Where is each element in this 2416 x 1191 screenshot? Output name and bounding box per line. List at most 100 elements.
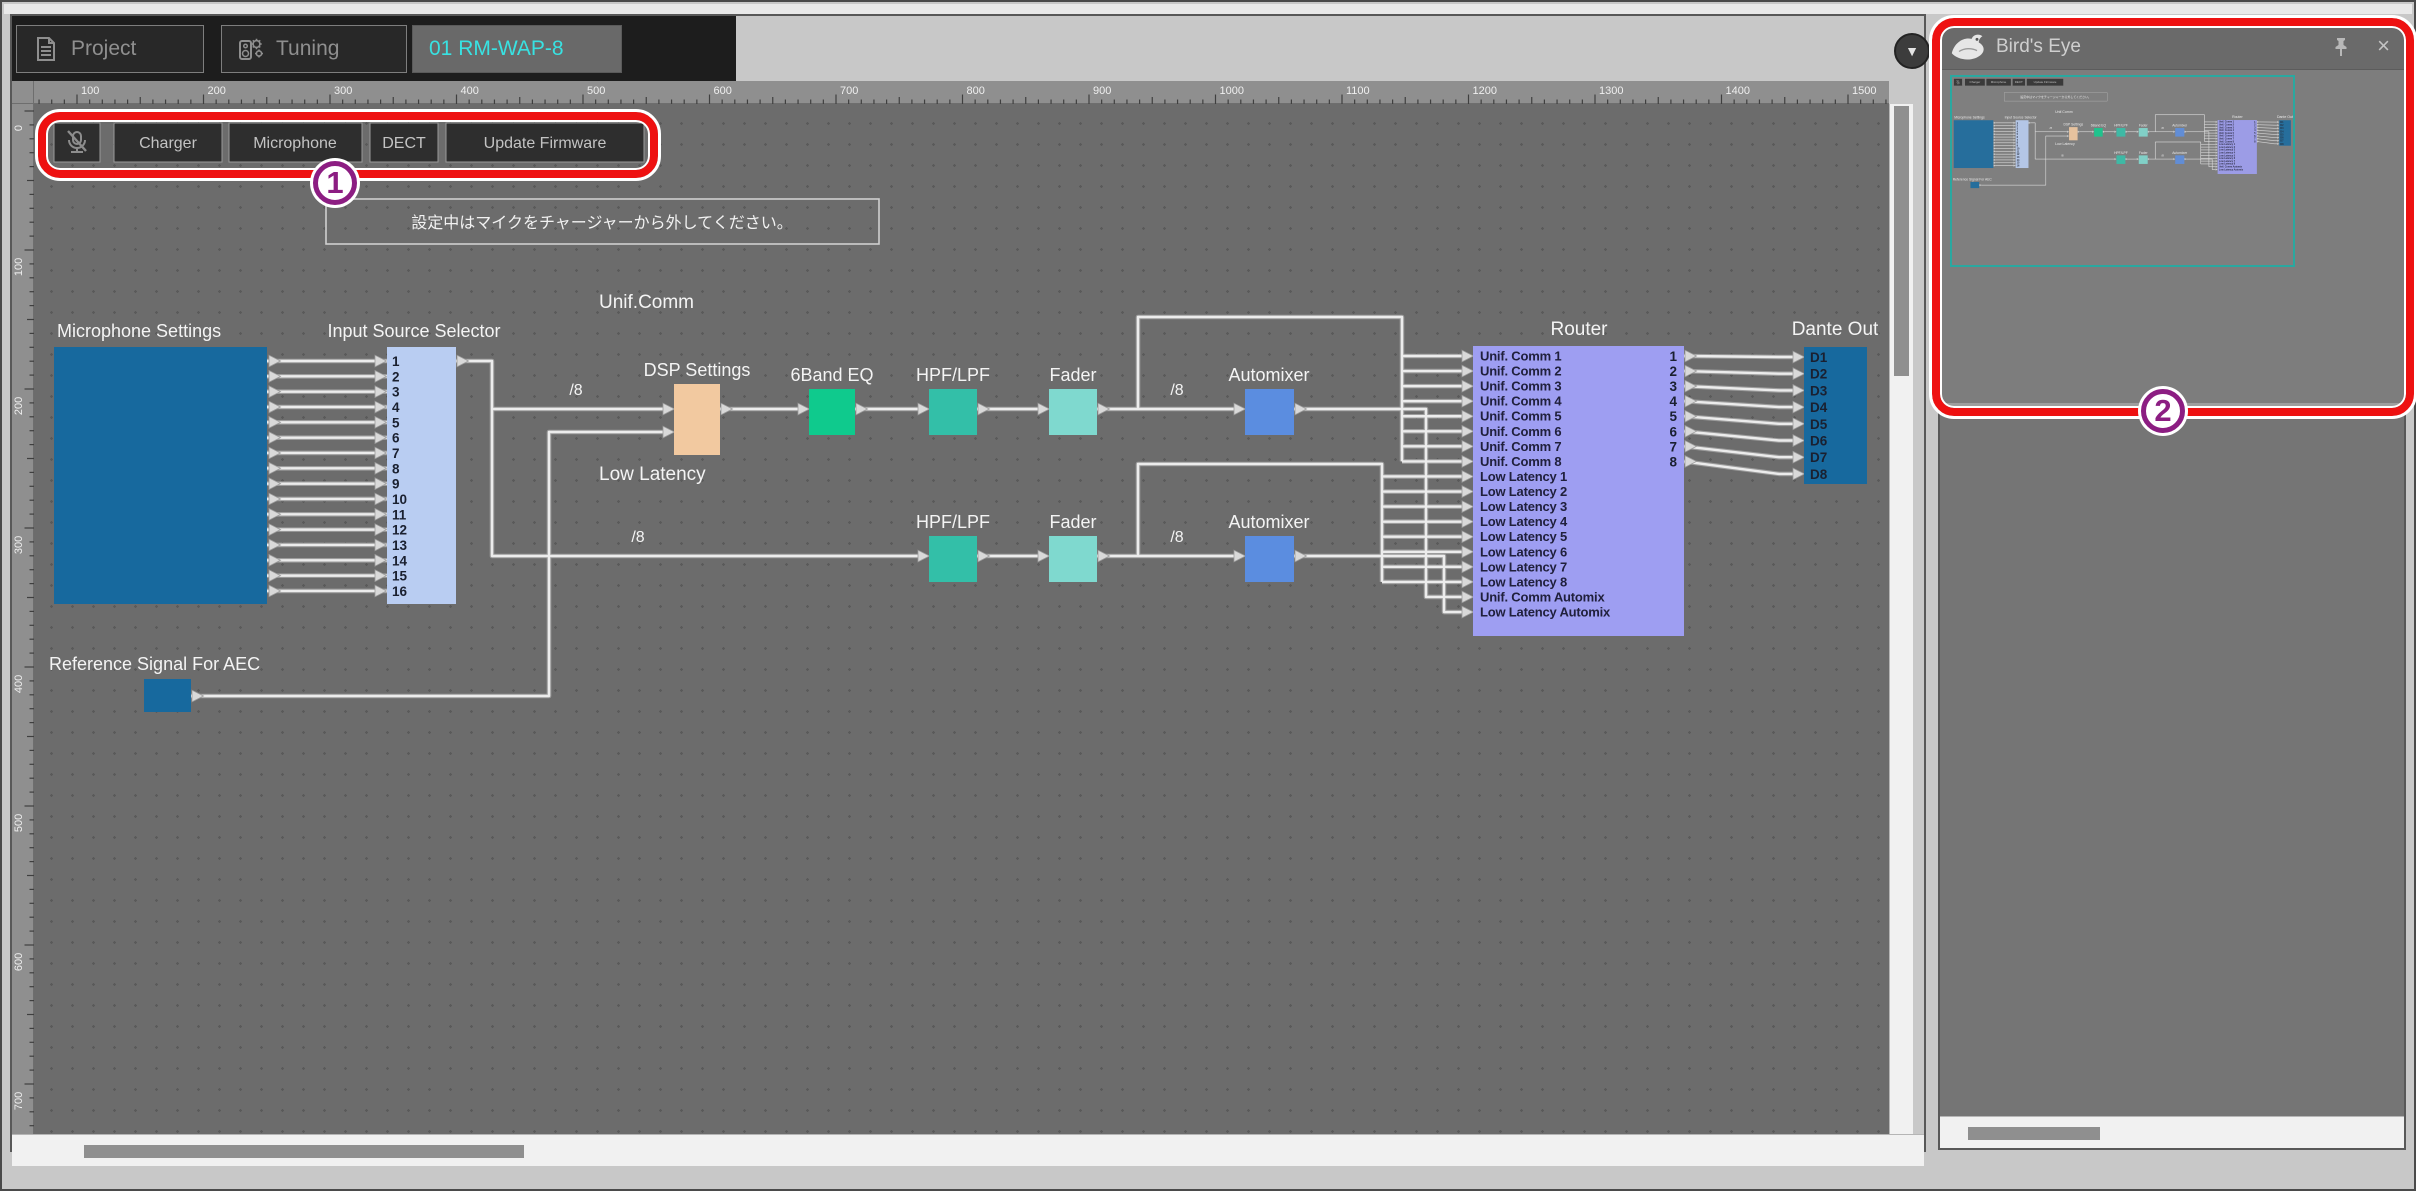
horizontal-scroll-thumb[interactable]	[84, 1145, 524, 1158]
wire-arrowhead	[457, 355, 469, 367]
wire-arrowhead	[1462, 501, 1474, 513]
wire-arrowhead	[1234, 403, 1246, 415]
design-canvas[interactable]: Charger Microphone DECT Update Firmware …	[34, 104, 1889, 1134]
dante-channel-label: D1	[1810, 350, 1828, 365]
wire-arrowhead	[978, 403, 990, 415]
wire-arrowhead	[375, 539, 387, 551]
wire-arrowhead	[269, 570, 281, 582]
annotation-1-number: 1	[326, 165, 343, 201]
automixer-unif-block[interactable]	[1245, 389, 1294, 435]
router-input-label: Unif. Comm 8	[1480, 454, 1561, 469]
ruler-tick-label: 500	[13, 814, 25, 832]
canvas-horizontal-scrollbar[interactable]	[12, 1134, 1924, 1166]
router-input-label: Unif. Comm 3	[1480, 379, 1561, 394]
birdseye-title: Bird's Eye	[1996, 36, 2081, 58]
charger-button-label: Charger	[139, 135, 197, 152]
router-output-label: 2	[1669, 364, 1677, 379]
dante-channel-label: D4	[1810, 400, 1828, 415]
selector-channel-label: 13	[392, 538, 408, 553]
6band-eq-block[interactable]	[809, 389, 855, 435]
hpf-lpf-low-block[interactable]	[929, 536, 977, 582]
tuning-icon	[238, 36, 264, 62]
div8-label: /8	[569, 382, 582, 399]
ruler-horizontal: 1002003004005006007008009001000110012001…	[34, 81, 1889, 104]
unif-comm-label: Unif.Comm	[599, 292, 694, 313]
ruler-tick-label: 200	[208, 85, 226, 97]
wire-arrowhead	[375, 509, 387, 521]
fader-label: Fader	[1049, 365, 1096, 385]
reference-aec-label: Reference Signal For AEC	[49, 654, 260, 674]
wire-arrowhead	[1793, 435, 1805, 447]
div8-label: /8	[1170, 529, 1183, 546]
router-input-label: Low Latency 6	[1480, 544, 1567, 559]
wire	[1684, 356, 1793, 357]
wire-arrowhead	[269, 585, 281, 597]
wire-arrowhead	[269, 493, 281, 505]
microphone-button-label: Microphone	[253, 135, 337, 152]
wire-arrowhead	[1462, 426, 1474, 438]
router-output-label: 3	[1669, 379, 1677, 394]
wire-arrowhead	[1462, 410, 1474, 422]
wire-arrowhead	[1098, 550, 1110, 562]
wire-arrowhead	[1462, 546, 1474, 558]
automixer-low-block[interactable]	[1245, 536, 1294, 582]
hpf-lpf-unif-block[interactable]	[929, 389, 977, 435]
wire-arrowhead	[1038, 403, 1050, 415]
dsp-settings-label: DSP Settings	[644, 360, 751, 380]
wire-arrowhead	[269, 478, 281, 490]
ruler-tick-label: 1500	[1852, 85, 1876, 97]
vertical-scroll-thumb[interactable]	[1894, 106, 1909, 376]
birdseye-body	[1940, 409, 2404, 1116]
ruler-tick-label: 1100	[1346, 85, 1370, 97]
birdseye-header: Bird's Eye ×	[1940, 24, 2404, 70]
wire-arrowhead	[1462, 395, 1474, 407]
fader-low-block[interactable]	[1049, 536, 1097, 582]
birdseye-map[interactable]	[1940, 70, 2404, 406]
birdseye-scroll-thumb[interactable]	[1968, 1127, 2100, 1140]
dsp-settings-block[interactable]	[674, 384, 720, 455]
tab-device-rm-wap-8[interactable]: 01 RM-WAP-8	[412, 25, 622, 73]
device-toolbar: Charger Microphone DECT Update Firmware	[54, 123, 644, 162]
selector-channel-label: 9	[392, 477, 400, 492]
wire-arrowhead	[1793, 418, 1805, 430]
annotation-2-number: 2	[2154, 393, 2171, 429]
wire-arrowhead	[1685, 380, 1697, 392]
wire-arrowhead	[918, 550, 930, 562]
wire-arrowhead	[1462, 576, 1474, 588]
wire-arrowhead	[269, 447, 281, 459]
router-input-label: Unif. Comm Automix	[1480, 589, 1605, 604]
ruler-tick-label: 600	[13, 953, 25, 971]
selector-channel-label: 7	[392, 446, 400, 461]
dante-channel-label: D7	[1810, 450, 1827, 465]
input-source-selector-label: Input Source Selector	[327, 321, 500, 341]
wire-arrowhead	[1685, 456, 1697, 468]
close-icon[interactable]: ×	[2377, 32, 2390, 60]
router-output-label: 5	[1669, 409, 1677, 424]
wire-arrowhead	[1793, 451, 1805, 463]
update-firmware-button-label: Update Firmware	[484, 135, 607, 152]
wire-arrowhead	[1793, 351, 1805, 363]
ruler-tick-label: 300	[13, 536, 25, 554]
pin-icon[interactable]	[2330, 36, 2352, 58]
ruler-tick-label: 100	[81, 85, 99, 97]
tab-tuning[interactable]: Tuning	[221, 25, 407, 73]
wire-arrowhead	[269, 386, 281, 398]
router-input-label: Unif. Comm 5	[1480, 409, 1561, 424]
div8-label: /8	[631, 529, 644, 546]
tab-project[interactable]: Project	[16, 25, 204, 73]
selector-channel-label: 8	[392, 461, 400, 476]
notice-text: 設定中はマイクをチャージャーから外してください。	[411, 214, 792, 232]
microphone-settings-block[interactable]	[54, 347, 267, 604]
dante-channel-label: D8	[1810, 467, 1828, 482]
annotation-circle-2: 2	[2141, 389, 2185, 433]
fader-unif-block[interactable]	[1049, 389, 1097, 435]
ruler-tick-label: 800	[967, 85, 985, 97]
wire-arrowhead	[798, 403, 810, 415]
ruler-tick-label: 400	[461, 85, 479, 97]
wire-arrowhead	[375, 432, 387, 444]
birdseye-horizontal-scrollbar[interactable]	[1940, 1116, 2404, 1148]
collapse-button[interactable]: ▼	[1894, 33, 1930, 69]
reference-aec-block[interactable]	[144, 679, 191, 712]
selector-channel-label: 16	[392, 584, 408, 599]
canvas-vertical-scrollbar[interactable]	[1889, 104, 1913, 1134]
